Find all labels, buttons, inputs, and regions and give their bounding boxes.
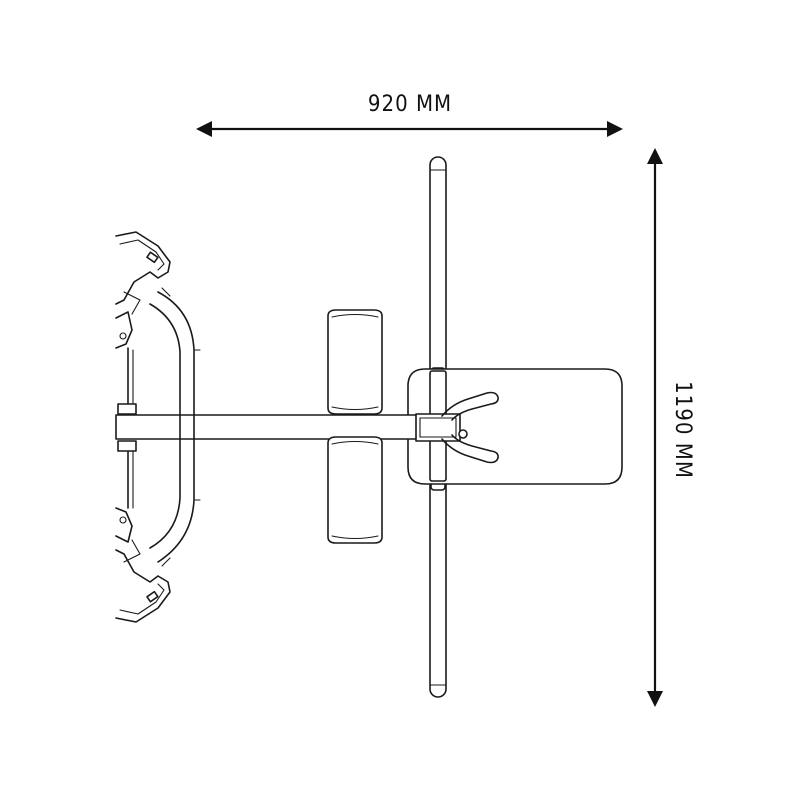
frame-curve-inner bbox=[149, 303, 181, 549]
seat-pad-body bbox=[407, 368, 623, 485]
width-dimension-label: 920 MM bbox=[368, 92, 452, 117]
width-arrow-right bbox=[607, 121, 623, 137]
frame-curve-outer bbox=[157, 291, 195, 563]
upper-bracket bbox=[115, 311, 133, 349]
roller-pad-upper-seam-top bbox=[331, 313, 379, 318]
beam-body bbox=[115, 414, 419, 440]
roller-pad-lower bbox=[327, 436, 383, 544]
frame-joint-lower bbox=[117, 440, 137, 452]
beam-bracket-inner bbox=[419, 417, 457, 438]
upper-holder-outline bbox=[115, 231, 171, 305]
roller-pad-lower-seam-top bbox=[331, 440, 379, 445]
roller-pad-upper-seam-bottom bbox=[331, 406, 379, 411]
upper-holder-brace bbox=[123, 291, 141, 315]
lower-holder-clip bbox=[146, 590, 159, 603]
frame-joint-upper bbox=[117, 403, 137, 415]
handle-grips bbox=[441, 391, 499, 464]
roller-pad-upper-body bbox=[327, 309, 383, 415]
depth-arrow-top bbox=[647, 148, 663, 164]
lower-bracket-bolt bbox=[119, 516, 127, 524]
adjustment-pin bbox=[458, 429, 468, 439]
handle-upper bbox=[441, 391, 499, 421]
roller-pad-upper bbox=[327, 309, 383, 415]
frame-tick-3 bbox=[161, 287, 171, 297]
depth-dimension-label: 1190 MM bbox=[670, 381, 695, 479]
roller-pads bbox=[327, 309, 383, 544]
left-frame-assembly bbox=[115, 231, 201, 623]
frame-tick-4 bbox=[161, 557, 171, 567]
upper-holder-inner bbox=[119, 239, 165, 271]
depth-arrow-bottom bbox=[647, 691, 663, 707]
lower-holder-brace bbox=[123, 539, 141, 563]
upper-plate-holder bbox=[115, 231, 171, 349]
width-arrow-left bbox=[196, 121, 212, 137]
handle-lower bbox=[441, 434, 499, 464]
main-horizontal-beam bbox=[115, 413, 468, 442]
lower-bracket bbox=[115, 507, 133, 543]
lower-holder-inner bbox=[119, 583, 165, 615]
roller-pad-lower-seam-bottom bbox=[331, 535, 379, 540]
upper-holder-clip bbox=[146, 251, 159, 264]
lower-holder-outline bbox=[115, 549, 171, 623]
upper-bracket-bolt bbox=[119, 332, 127, 340]
roller-pad-lower-body bbox=[327, 436, 383, 544]
width-dimension: 920 MM bbox=[196, 92, 623, 137]
depth-dimension: 1190 MM bbox=[647, 148, 695, 707]
lower-plate-holder bbox=[115, 507, 171, 623]
